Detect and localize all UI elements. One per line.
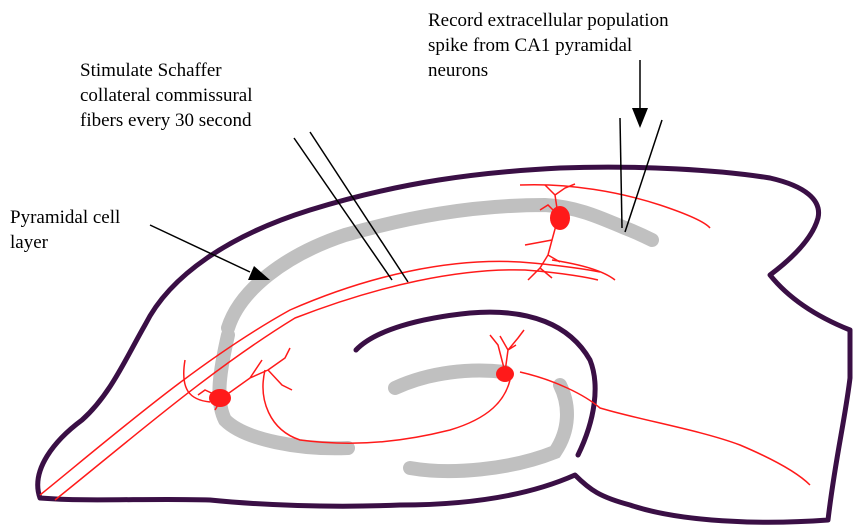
granule-cell-layer [395,371,505,388]
fiber [263,370,510,443]
ca3-neuron [198,348,292,410]
arrowhead-down [632,108,648,128]
stimulate-label-line-2: collateral commissural [80,83,253,108]
record-label: Record extracellular population spike fr… [428,8,669,83]
fiber-group [40,185,810,500]
rec-electrode-wire [625,120,662,232]
pyramidal-label-line-1: Pyramidal cell [10,205,120,230]
stimulate-label: Stimulate Schaffer collateral commissura… [80,58,253,133]
record-label-line-3: neurons [428,58,669,83]
granule-cell-layer-lower [410,385,567,471]
rec-electrode-wire [620,118,622,228]
record-label-line-1: Record extracellular population [428,8,669,33]
stimulating-electrode [294,132,408,282]
ca3-soma [209,389,231,407]
pyramidal-label-line-2: layer [10,230,120,255]
fiber [184,360,210,402]
stimulate-label-line-3: fibers every 30 second [80,108,253,133]
recording-electrode [620,118,662,232]
record-label-line-2: spike from CA1 pyramidal [428,33,669,58]
ca1-soma [550,206,570,230]
stimulate-label-line-1: Stimulate Schaffer [80,58,253,83]
granule-soma [496,366,514,382]
pyramidal-layer-label: Pyramidal cell layer [10,205,120,255]
